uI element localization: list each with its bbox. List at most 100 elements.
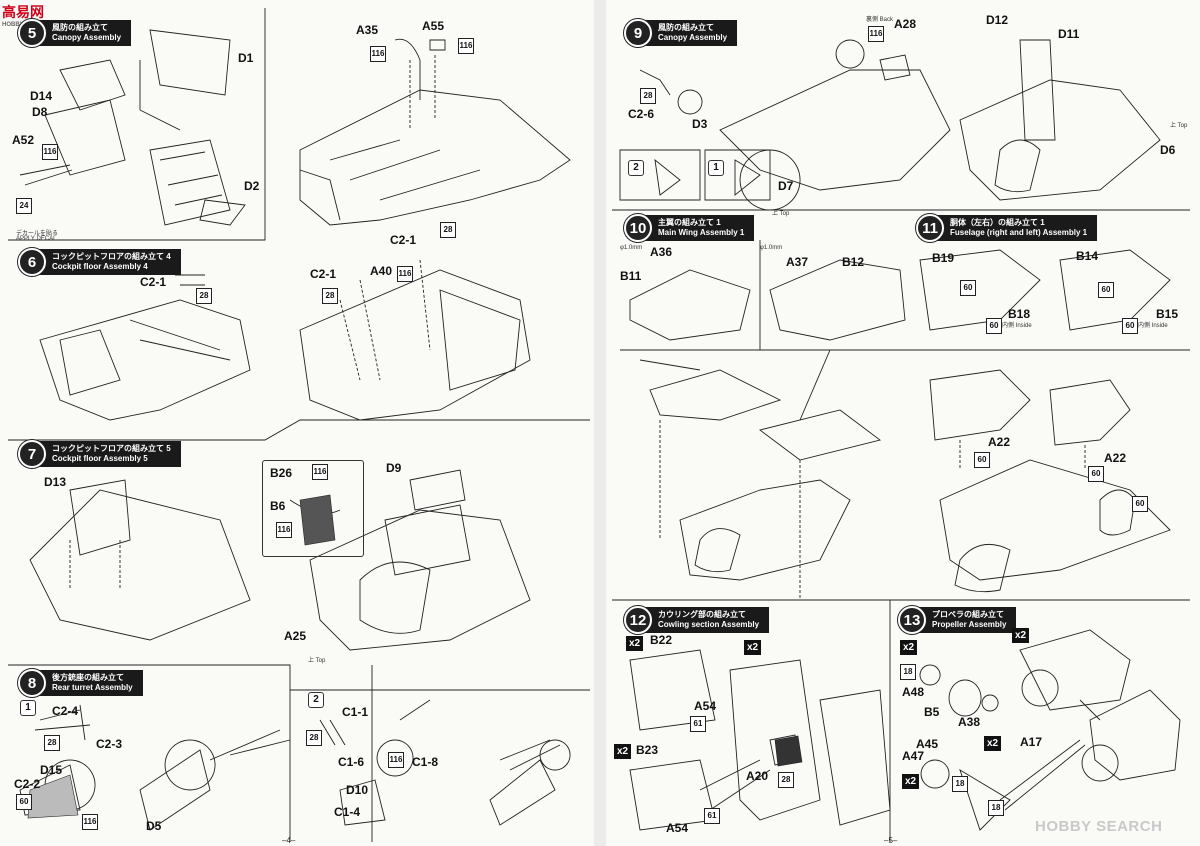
tag-60-c2-2: 60 [16,794,32,810]
decal-note-en: APPLY DECAL [16,236,57,242]
tag-18-a48: 18 [900,664,916,680]
label-d6: D6 [1160,143,1176,157]
label-c2-3: C2-3 [96,737,123,751]
tag-28-c2-4: 28 [44,735,60,751]
inset-box-b26-b6 [262,460,364,557]
label-b19: B19 [932,251,955,265]
label-c2-1-top: C2-1 [390,233,417,247]
label-b5: B5 [924,705,940,719]
tag-28-c1-1: 28 [306,730,322,746]
label-d7: D7 [778,179,794,193]
page-gutter [594,0,606,846]
back-note: 裏側 Back [866,17,894,23]
tag-116: 116 [42,144,58,160]
tag-116-a35: 116 [370,46,386,62]
left-page [0,0,594,846]
label-a52: A52 [12,133,35,147]
label-a25: A25 [284,629,307,643]
page-number-left: –4– [282,836,296,845]
tag-28-c2-6: 28 [640,88,656,104]
multiplier-b22: x2 [626,636,644,651]
label-b14: B14 [1076,249,1099,263]
label-c2-2: C2-2 [14,777,41,791]
tag-116-b6: 116 [276,522,292,538]
label-a37: A37 [786,255,809,269]
label-b18: B18 [1008,307,1031,321]
label-d9: D9 [386,461,402,475]
tag-28-step6-top: 28 [440,222,456,238]
label-a54-top: A54 [694,699,717,713]
tag-60-b18: 60 [986,318,1002,334]
label-d11: D11 [1058,27,1080,41]
label-b12: B12 [842,255,865,269]
tag-61-bottom: 61 [704,808,720,824]
multiplier-cowling: x2 [744,640,762,655]
label-a28: A28 [894,17,917,31]
tag-18-a45: 18 [952,776,968,792]
tag-60-a22-left: 60 [974,452,990,468]
label-b26: B26 [270,466,293,480]
label-d2: D2 [244,179,260,193]
inside-note-b15: 内側 Inside [1138,323,1168,329]
label-d3: D3 [692,117,708,131]
label-d13: D13 [44,475,67,489]
label-a17: A17 [1020,735,1043,749]
tag-28-step6-mid: 28 [322,288,338,304]
label-c2-1-left: C2-1 [140,275,167,289]
decal-note-jp: デカールを貼る [16,231,59,237]
multiplier-prop-hub: x2 [1012,628,1030,643]
top-note-d6: 上 Top [1170,123,1188,129]
label-a35: A35 [356,23,379,37]
label-b15: B15 [1156,307,1179,321]
tag-28-a20: 28 [778,772,794,788]
label-a20: A20 [746,769,769,783]
label-c1-8: C1-8 [412,755,439,769]
tag-116-b26: 116 [312,464,328,480]
tag-18-a17: 18 [988,800,1004,816]
label-b23: B23 [636,743,659,757]
tag-24: 24 [16,198,32,214]
tag-61-top: 61 [690,716,706,732]
label-d5: D5 [146,819,162,833]
tag-60-b15: 60 [1122,318,1138,334]
label-a55: A55 [422,19,445,33]
label-a47: A47 [902,749,925,763]
dia-note-a36: φ1.0mm [620,245,643,251]
tag-28-step6-left: 28 [196,288,212,304]
multiplier-a17: x2 [984,736,1002,751]
right-page [606,0,1200,846]
label-a38: A38 [958,715,981,729]
tag-116-c1-8: 116 [388,752,404,768]
top-note-d7: 上 Top [772,211,790,217]
label-d10: D10 [346,783,369,797]
label-d8: D8 [32,105,48,119]
label-d15: D15 [40,763,63,777]
top-note-a25: 上 Top [308,658,326,664]
label-d14: D14 [30,89,53,103]
tag-60-b19: 60 [960,280,976,296]
option-1-badge: 1 [20,700,36,716]
tag-60-a22-right: 60 [1088,466,1104,482]
label-a45: A45 [916,737,939,751]
label-b22: B22 [650,633,673,647]
inside-note-b18: 内側 Inside [1002,323,1032,329]
multiplier-b23: x2 [614,744,632,759]
label-a54-bottom: A54 [666,821,689,835]
tag-116-d15: 116 [82,814,98,830]
label-b6: B6 [270,499,286,513]
option-2-badge-left: 2 [308,692,324,708]
tag-60-b14: 60 [1098,282,1114,298]
label-c2-4: C2-4 [52,704,79,718]
label-c1-6: C1-6 [338,755,365,769]
